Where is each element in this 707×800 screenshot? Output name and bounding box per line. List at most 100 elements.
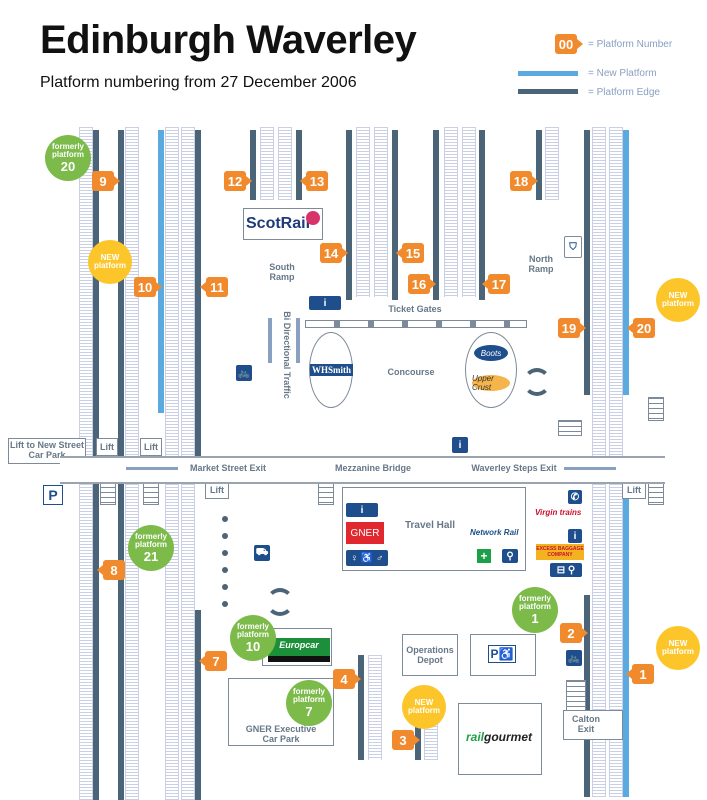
disabled-parking-icon: P♿ xyxy=(488,645,516,663)
calton-exit[interactable] xyxy=(563,710,623,740)
platform-edge xyxy=(346,130,352,300)
page-subtitle: Platform numbering from 27 December 2006 xyxy=(40,74,357,91)
platform-badge-2: 2 xyxy=(560,623,588,643)
upper-crust-logo: Upper Crust xyxy=(472,374,510,392)
left-arrow-icon xyxy=(126,467,178,470)
market-street-exit-label[interactable]: Market Street Exit xyxy=(189,463,267,473)
north-ramp-label: North Ramp xyxy=(528,254,554,274)
track xyxy=(462,127,476,297)
virgin-trains-logo: Virgin trains xyxy=(535,508,582,517)
platform-edge xyxy=(479,130,485,300)
platform-badge-8: 8 xyxy=(97,560,125,580)
platform-edge xyxy=(536,130,542,200)
bubble-line2: platform xyxy=(519,602,551,612)
bubble-line2: platform xyxy=(293,695,325,705)
platform-edge xyxy=(584,595,590,797)
bubble-line2: platform xyxy=(135,540,167,550)
bollard xyxy=(222,516,228,522)
ticket-gates xyxy=(305,320,527,328)
rail-gourmet-logo: railgourmet xyxy=(466,730,532,744)
network-rail-logo: Network Rail xyxy=(470,528,519,537)
gner-logo: GNER xyxy=(346,522,384,544)
disabled-parking-area xyxy=(470,634,536,676)
legend-platform-number-label: = Platform Number xyxy=(588,39,673,50)
platform-badge-18: 18 xyxy=(510,171,538,191)
formerly-platform-7-bubble: formerly platform 7 xyxy=(286,680,332,726)
new-platform-10-bubble: NEW platform xyxy=(88,240,132,284)
gner-car-park-label: GNER Executive Car Park xyxy=(245,724,317,744)
bubble-line2: platform xyxy=(52,150,84,160)
stairs xyxy=(648,481,664,505)
operations-depot xyxy=(402,634,458,676)
platform-edge xyxy=(296,130,302,200)
tickets-info-icon: i xyxy=(346,503,378,517)
tickets-info-icon: i xyxy=(309,296,341,310)
toilets-icon: ♀ ♿ ♂ xyxy=(346,550,388,566)
concourse-label: Concourse xyxy=(387,367,435,377)
lift: Lift xyxy=(96,438,118,456)
first-aid-icon: + xyxy=(477,549,491,563)
platform-badge-11: 11 xyxy=(200,277,228,297)
platform-badge-10: 10 xyxy=(134,277,162,297)
bubble-line1: formerly xyxy=(236,621,269,631)
page-title: Edinburgh Waverley xyxy=(40,18,417,62)
track xyxy=(260,127,274,200)
excess-baggage-logo: EXCESS BAGGAGE COMPANY xyxy=(536,544,584,560)
stairs xyxy=(143,481,159,505)
legend-platform-edge-swatch xyxy=(518,89,578,94)
scotrail-logo: ScotRail xyxy=(246,215,311,232)
down-arrow-icon xyxy=(296,318,300,363)
lift: Lift xyxy=(140,438,162,456)
boots-uppercrust-kiosk: Boots Upper Crust xyxy=(465,332,517,408)
new-platform-edge xyxy=(623,480,629,797)
bubble-line1: NEW xyxy=(668,290,688,300)
bubble-line2: platform xyxy=(94,261,126,270)
platform-badge-4: 4 xyxy=(333,669,361,689)
bollard xyxy=(222,550,228,556)
mezzanine-bridge xyxy=(60,456,665,484)
mezzanine-bridge-label: Mezzanine Bridge xyxy=(334,463,411,473)
platform-edge xyxy=(584,130,590,395)
bubble-line2: platform xyxy=(662,647,694,656)
platform-badge-3: 3 xyxy=(392,730,420,750)
bubble-line1: formerly xyxy=(134,531,167,541)
stairs xyxy=(558,420,582,436)
info-icon: i xyxy=(568,529,582,543)
bubble-line2: platform xyxy=(408,706,440,715)
ticket-gates-label: Ticket Gates xyxy=(388,304,442,314)
stairs xyxy=(100,481,116,505)
waverley-steps-exit-label[interactable]: Waverley Steps Exit xyxy=(471,463,557,473)
platform-badge-16: 16 xyxy=(408,274,436,294)
platform-edge xyxy=(433,130,439,300)
platform-badge-12: 12 xyxy=(224,171,252,191)
track xyxy=(368,655,382,760)
south-ramp-label: South Ramp xyxy=(269,262,295,282)
calton-exit-label: Calton Exit xyxy=(572,714,600,734)
bubble-line1: NEW xyxy=(100,252,120,262)
operations-depot-label: Operations Depot xyxy=(406,645,454,665)
bubble-line2: platform xyxy=(237,630,269,640)
platform-edge xyxy=(195,610,201,800)
platform-edge xyxy=(250,130,256,200)
platform-badge-1: 1 xyxy=(626,664,654,684)
up-arrow-icon xyxy=(268,318,272,363)
bubble-num: 10 xyxy=(245,638,261,654)
bubble-line1: formerly xyxy=(292,686,325,696)
police-icon: ⛉ xyxy=(564,236,582,258)
travel-hall-label: Travel Hall xyxy=(404,520,456,531)
rail-gourmet-logo-a: rail xyxy=(466,730,485,744)
bollard xyxy=(222,601,228,607)
platform-badge-20: 20 xyxy=(627,318,655,338)
scotrail-saltire-icon xyxy=(306,211,320,225)
platform-badge-13: 13 xyxy=(300,171,328,191)
gner-car-park xyxy=(228,678,334,746)
parking-icon: P xyxy=(43,485,63,505)
scotrail-box: ScotRail xyxy=(243,208,323,240)
platform-badge-9: 9 xyxy=(92,171,120,191)
legend-platform-badge: 00 xyxy=(555,34,583,54)
help-desk-icon: ⚲ xyxy=(502,549,518,563)
taxi-icon: ⛟ xyxy=(254,545,270,561)
new-platform-edge xyxy=(158,130,164,413)
new-platform-20-bubble: NEW platform xyxy=(656,278,700,322)
right-arrow-icon xyxy=(564,467,616,470)
